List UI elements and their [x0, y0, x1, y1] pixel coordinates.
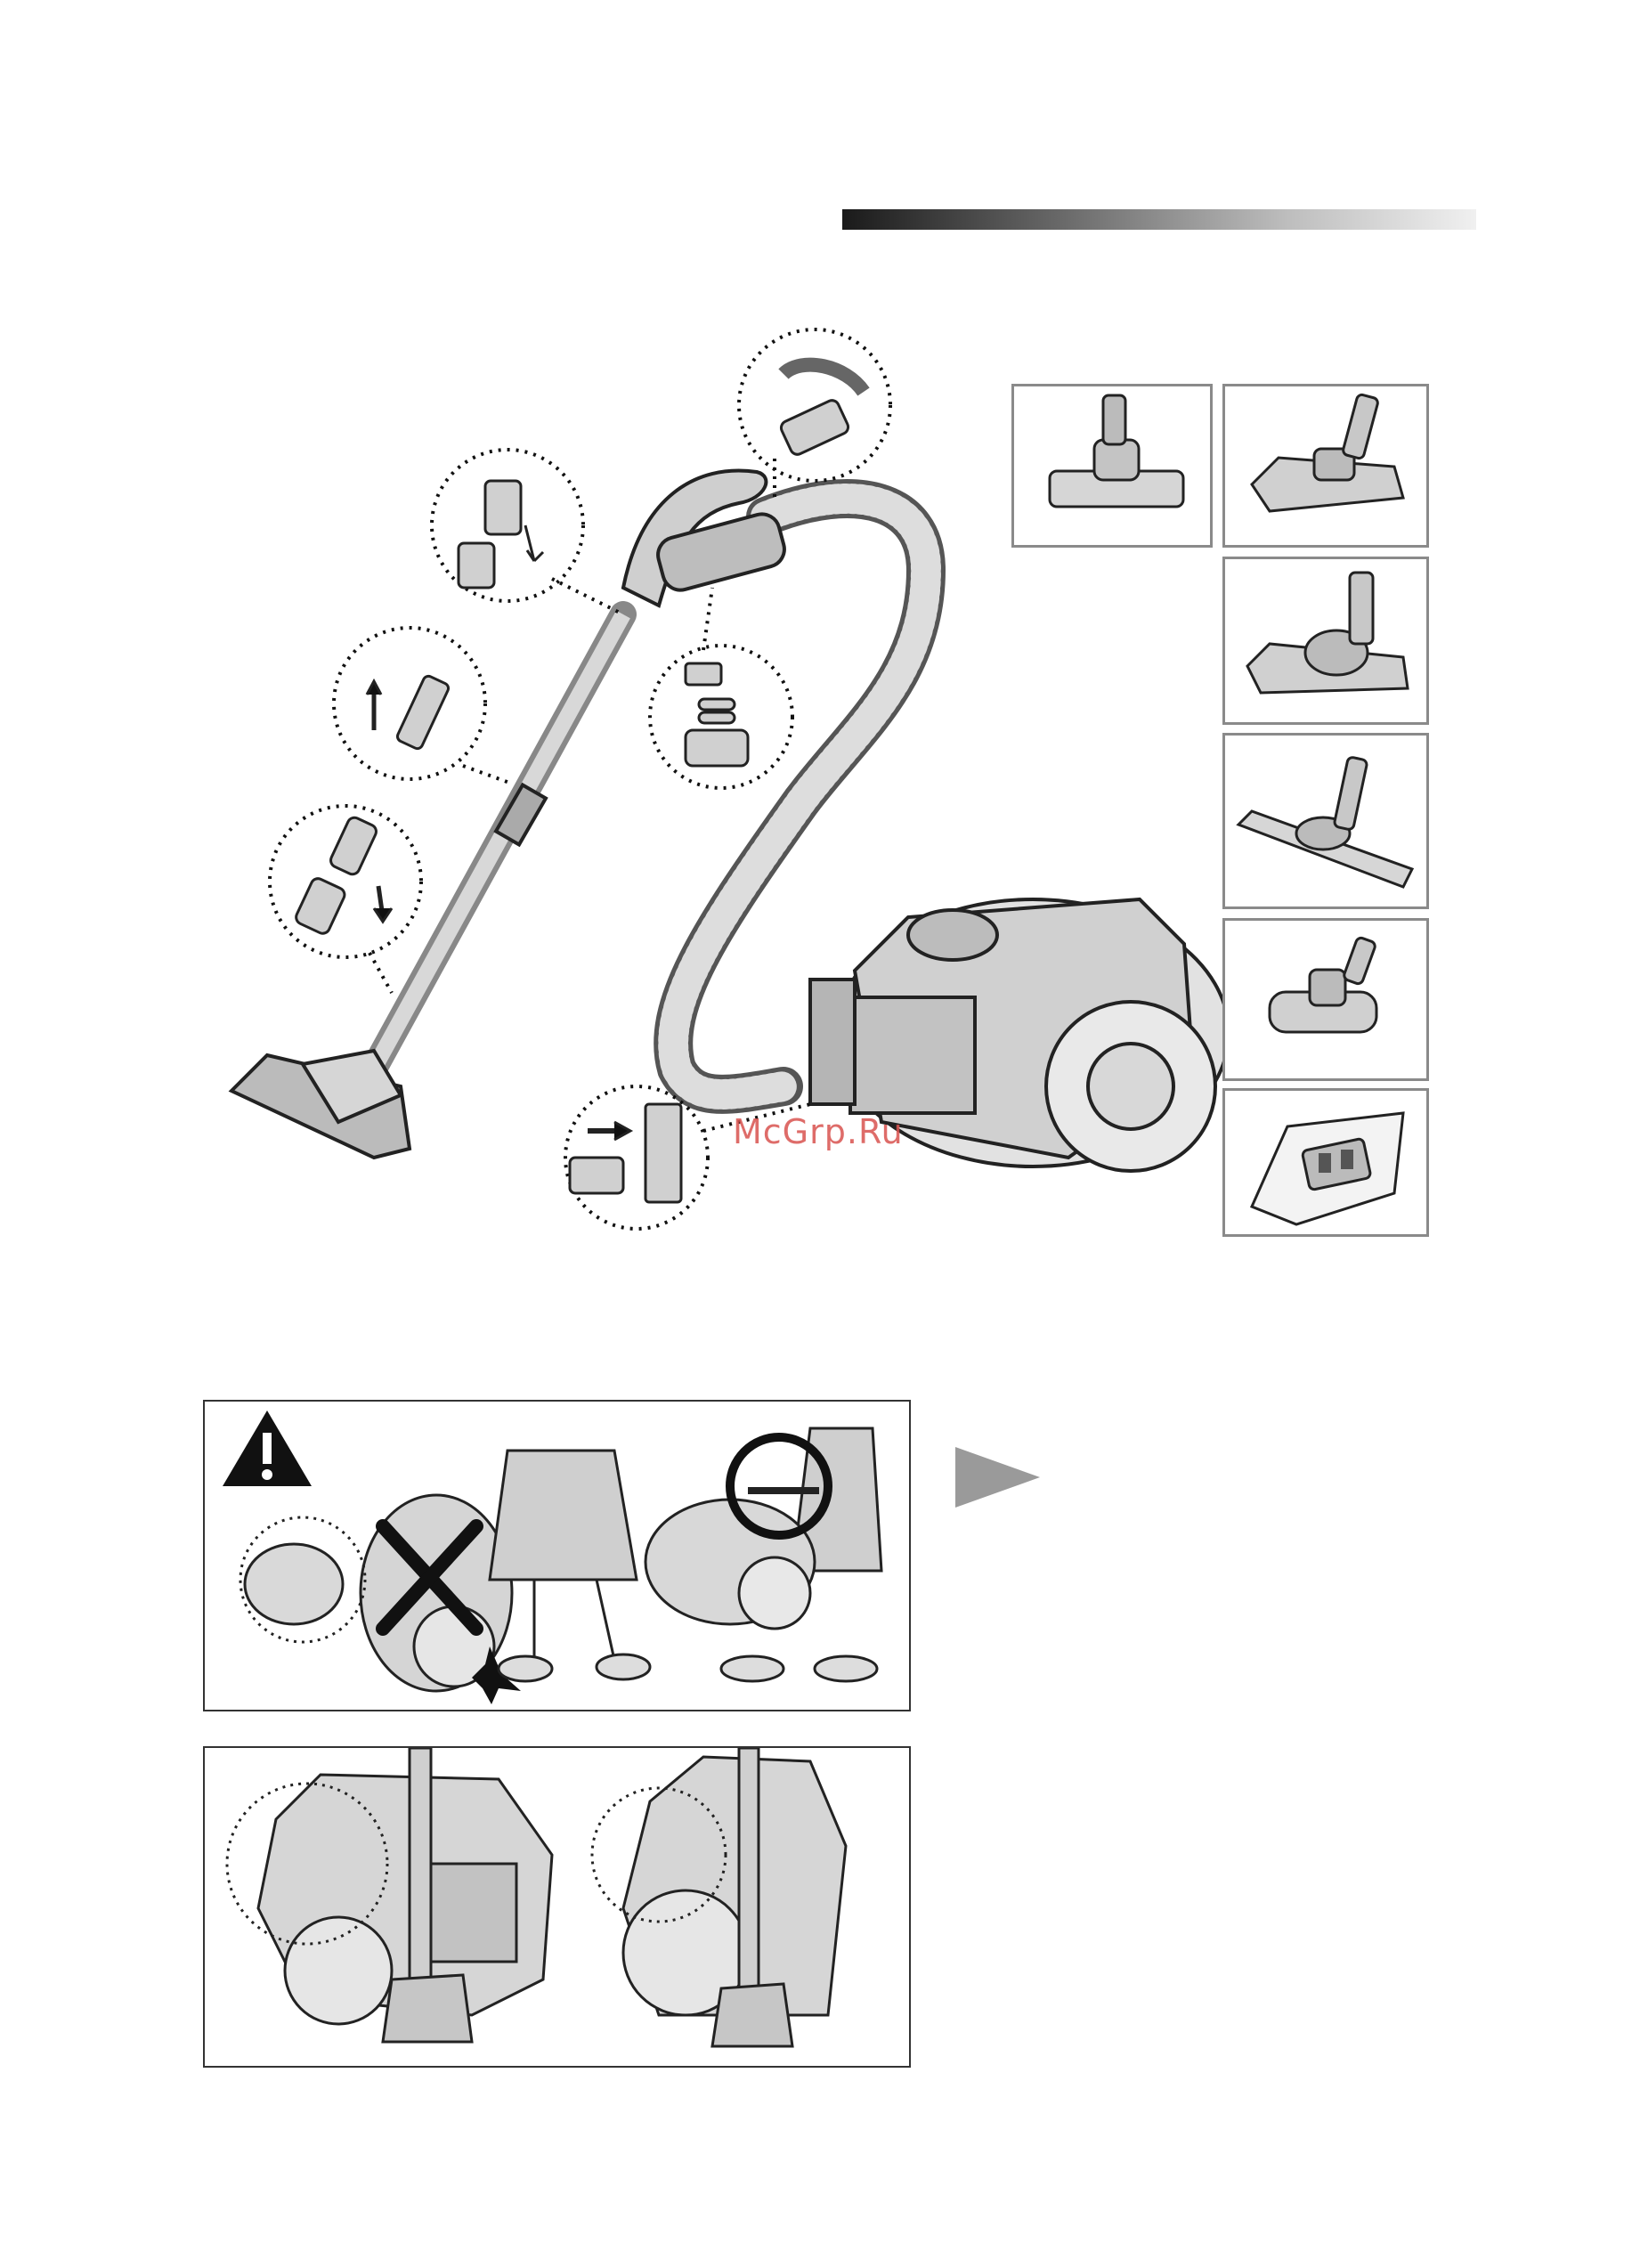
- storage-vertical-icon: [592, 1748, 846, 2046]
- accessory-floor-brush: [1011, 384, 1213, 548]
- accessory-turbo-brush: [1222, 384, 1429, 548]
- storage-illustration: [205, 1748, 909, 2066]
- detail-telescopic-pipe: [334, 628, 485, 779]
- mini-turbo-brush-icon: [1225, 921, 1426, 1078]
- play-arrow-icon: [955, 1447, 1040, 1508]
- two-step-brush-icon: [1225, 559, 1426, 722]
- storage-horizontal-icon: [227, 1748, 552, 2042]
- watermark-text: McGrp.Ru: [733, 1112, 904, 1151]
- detail-hose-coupling: [739, 329, 890, 481]
- dust-bag-icon: [1225, 1091, 1426, 1234]
- warning-icon: [223, 1410, 312, 1486]
- parquet-brush-icon: [1225, 736, 1426, 906]
- turbo-brush-icon: [1225, 386, 1426, 545]
- accessory-dust-bag: [1222, 1088, 1429, 1237]
- warning-panel: [203, 1400, 911, 1711]
- accessory-two-step-brush: [1222, 557, 1429, 725]
- accessory-mini-turbo-brush: [1222, 918, 1429, 1081]
- warning-illustration: [205, 1402, 909, 1710]
- floor-brush-icon: [1014, 386, 1210, 545]
- storage-panel: [203, 1746, 911, 2068]
- accessory-parquet-brush: [1222, 733, 1429, 909]
